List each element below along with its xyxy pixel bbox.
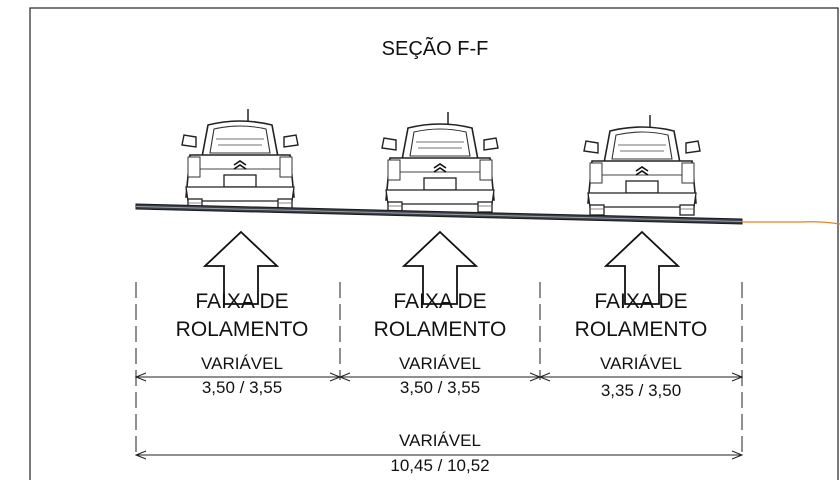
- lane-dim-value: 3,50 / 3,55: [400, 378, 480, 397]
- lane-label-line2: ROLAMENTO: [374, 318, 507, 341]
- lane-label-line1: FAIXA DE: [195, 290, 288, 313]
- car-rear-icon: [583, 114, 701, 216]
- car-rear-icon: [181, 108, 299, 210]
- lane-dimension-line: [134, 372, 744, 382]
- drawing-border: [29, 7, 839, 485]
- lane-dim-value: 3,50 / 3,55: [202, 378, 282, 397]
- total-dimension-line: [134, 450, 744, 460]
- section-title: SEÇÃO F-F: [382, 36, 489, 60]
- lane-dim-label: VARIÁVEL: [600, 354, 682, 373]
- terrain-line: [742, 221, 840, 225]
- lane-label-line1: FAIXA DE: [594, 290, 687, 313]
- total-dim-value: 10,45 / 10,52: [390, 456, 489, 475]
- lane-dim-label: VARIÁVEL: [201, 354, 283, 373]
- lane-label-line2: ROLAMENTO: [176, 318, 309, 341]
- road-highlight: [135, 206, 743, 222]
- car-rear-icon: [381, 111, 499, 213]
- lane-dim-value: 3,35 / 3,50: [601, 381, 681, 400]
- lane-label-line1: FAIXA DE: [393, 290, 486, 313]
- total-dim-label: VARIÁVEL: [399, 431, 481, 450]
- lane-dim-label: VARIÁVEL: [399, 354, 481, 373]
- lane-label-line2: ROLAMENTO: [575, 318, 708, 341]
